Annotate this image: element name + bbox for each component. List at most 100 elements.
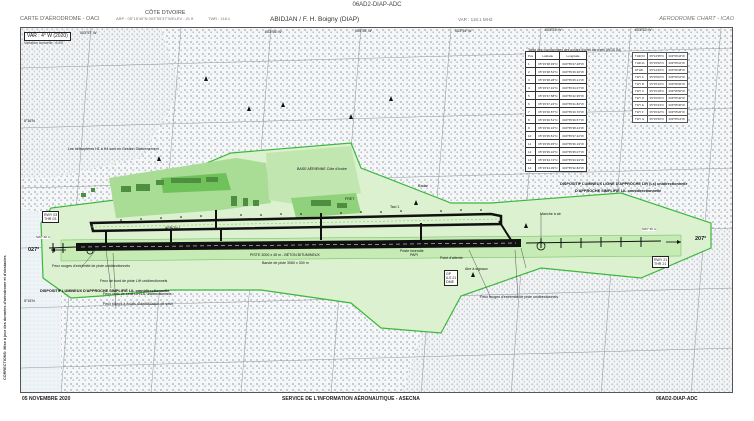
map-frame[interactable] [20, 27, 733, 393]
coord-cell: 12 [524, 147, 537, 156]
runway-coord-cell: 003°56'44"W [665, 52, 688, 60]
coord-cell: 003°55'37.32"W [559, 131, 587, 140]
aerodrome-map[interactable] [21, 28, 733, 393]
grid-longitude-2: 003°56' W [265, 30, 282, 34]
grid-longitude-5: 003°53' W [545, 28, 562, 32]
grid-longitude-1: 003°57' W [80, 31, 97, 35]
runway-coord-cell: 05°15'52"N [646, 59, 667, 67]
rwy21-line-2: THR 21 [654, 262, 667, 267]
rwy03-line-2: THR 03 [44, 217, 57, 222]
grid-latitude-1: 5°16'N [24, 119, 35, 123]
coord-cell: 05°15'36.87"N [535, 107, 561, 116]
heading-arrow-west-icon [51, 248, 66, 252]
coord-cell: 8 [524, 115, 537, 124]
coord-cell: 003°55'39.57"W [559, 115, 587, 124]
coord-cell: 003°55'40.70"W [559, 107, 587, 116]
country-name: CÔTE D'IVOIRE [145, 10, 186, 16]
coord-cell: 003°55'38.44"W [559, 123, 587, 132]
coord-cell: 7 [524, 107, 537, 116]
signal-area-label: Aire à signaux [465, 267, 488, 271]
coord-cell: 003°55'45.21"W [559, 75, 587, 84]
runway-coord-cell: 05°15'50"N [646, 115, 667, 123]
coord-cell: 003°55'42.95"W [559, 91, 587, 100]
coord-cell: 14 [524, 163, 537, 172]
elevation: ELEV : 21 ft [172, 16, 194, 21]
approach-lighting-east-label-2: D'APPROCHE SIMPLIFIÉ LIL omnidirectionne… [575, 189, 662, 193]
coord-cell: 05°15'36.51"N [535, 115, 561, 124]
stopway-east-label: SWY 60 m [642, 227, 657, 231]
military-zone [266, 146, 361, 206]
var-frequency: VAR : 118.1 MHZ [458, 17, 493, 22]
coord-header-2: Longitude [559, 51, 587, 60]
coord-cell: 11 [524, 139, 537, 148]
runway-coord-cell: 003°55'50"W [665, 87, 688, 95]
ils-line-2: ILS 21 [446, 276, 457, 281]
parallel-taxiway[interactable] [89, 212, 503, 233]
grid-latitude-2: 5°15'N [24, 299, 35, 303]
coord-cell: 003°55'35.07"W [559, 147, 587, 156]
runway-coord-cell: TWY F [632, 108, 648, 116]
ils-line-1: GP [446, 272, 452, 276]
coord-cell: 3 [524, 75, 537, 84]
buildings [81, 177, 347, 208]
coord-cell: 05°15'35.81"N [535, 131, 561, 140]
grid-longitude-3: 003°55' W [355, 29, 372, 33]
coord-cell: 1 [524, 59, 537, 68]
effective-date: 05 NOVEMBRE 2020 [22, 396, 71, 402]
runway-03-info: RWY 03 THR 03 [42, 211, 60, 224]
edge-lights-label: Feux de bord de piste LIH unidirectionne… [100, 279, 168, 283]
fire-station-label: Poste incendie [400, 249, 424, 253]
coord-cell: 4 [524, 83, 537, 92]
cargo-label: FRET [345, 197, 355, 201]
coord-cell: 10 [524, 131, 537, 140]
grid-longitude-4: 003°54' W [455, 29, 472, 33]
coord-cell: 05°15'37.58"N [535, 91, 561, 100]
runway-coord-cell: TWY G [632, 115, 648, 123]
ils-line-3: DME [446, 280, 454, 285]
coord-cell: 003°55'47.48"W [559, 59, 587, 68]
corrections-note: CORRECTIONS: Mise à jour des données d'a… [3, 255, 7, 380]
windsock-label: Manche à air [540, 212, 561, 216]
windsock-west-icon [86, 247, 94, 255]
runway-coord-cell: DTHR [632, 66, 648, 74]
taxiway-connectors[interactable] [105, 210, 512, 243]
magnetic-variation: VAR : 4° W (2020) [24, 32, 71, 41]
coord-cell: 05°15'37.91"N [535, 83, 561, 92]
runway-coord-cell: 003°55'10"W [665, 59, 688, 67]
runway-coord-cell: TWY D [632, 94, 648, 102]
taxiway-centerline [90, 218, 500, 228]
runway-coord-cell: TWY A [632, 73, 648, 81]
chart-type-english: AERODROME CHART - ICAO [659, 16, 734, 22]
runway-label: PISTE 3000 x 45 m - BÉTON BITUMINEUX [250, 253, 320, 257]
approach-lighting-east-label: DISPOSITIF LUMINEUX LIGNE D'APPROCHE LIR… [560, 182, 688, 186]
threshold-lights-label: Feux rouges d'extrémité de piste unidire… [52, 264, 130, 268]
annual-variation: Variation annuelle : 6.6'E [24, 41, 64, 45]
runway-coord-cell: 05°15'26"N [646, 94, 667, 102]
coord-cell: 003°55'33.94"W [559, 155, 587, 164]
annotation-leaders [80, 214, 542, 309]
coord-cell: 6 [524, 99, 537, 108]
runway-21-info: RWY 21 THR 21 [652, 256, 670, 269]
runway-coord-cell: 003°55'20"W [665, 108, 688, 116]
urban-east [541, 138, 732, 228]
runway-coord-cell: 003°55'12"W [665, 115, 688, 123]
tdz-flash-label: Feux blancs à éclats d'identification de… [103, 302, 173, 306]
taxiway-edge-lights [120, 209, 482, 221]
coord-cell: 003°55'32.82"W [559, 163, 587, 172]
runway-coord-cell: 003°56'00"W [665, 80, 688, 88]
windsock-icon [536, 241, 546, 251]
rwy21-line-1: RWY 21 [654, 258, 668, 262]
